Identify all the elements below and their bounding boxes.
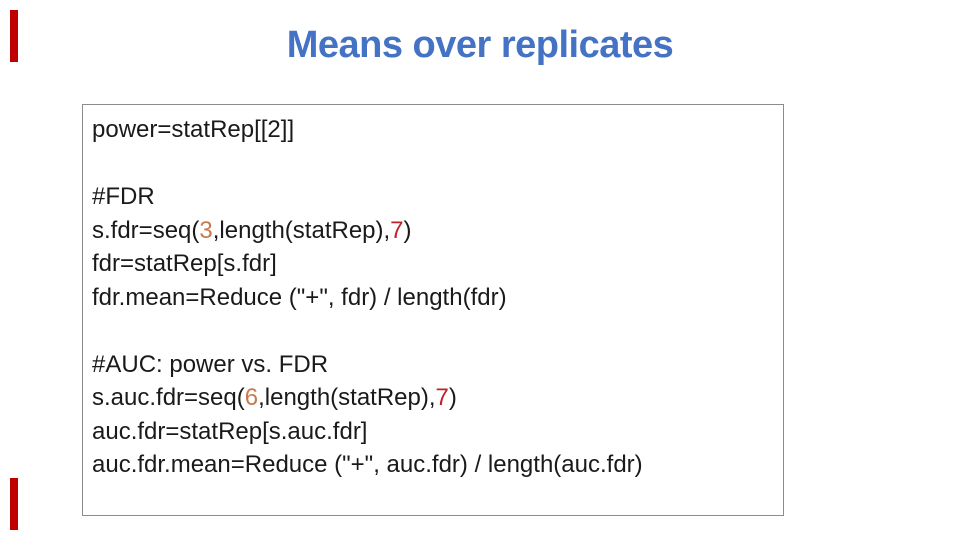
red-accent-bar-top (10, 10, 18, 62)
code-segment: auc.fdr.mean=Reduce ("+", auc.fdr) / len… (92, 451, 643, 478)
code-line: s.fdr=seq(3,length(statRep),7) (92, 214, 775, 248)
code-segment: ) (403, 216, 412, 244)
code-line (92, 314, 775, 348)
code-line: s.auc.fdr=seq(6,length(statRep),7) (92, 381, 775, 415)
code-segment: #AUC: power vs. FDR (92, 350, 329, 378)
code-segment: 7 (390, 216, 404, 244)
code-line: power=statRep[[2]] (92, 113, 775, 147)
code-segment: #FDR (92, 183, 155, 210)
code-segment: ,length(statRep), (258, 384, 436, 411)
code-segment: power=statRep[[2]] (92, 116, 295, 143)
code-segment: 7 (435, 384, 449, 411)
code-segment: 3 (199, 216, 213, 244)
code-segment: 6 (244, 384, 259, 411)
code-line (92, 147, 775, 181)
code-segment: ) (448, 384, 457, 411)
code-line: auc.fdr.mean=Reduce ("+", auc.fdr) / len… (92, 448, 775, 482)
code-line: #FDR (92, 180, 775, 214)
code-segment: ,length(statRep), (212, 216, 391, 244)
code-segment: s.auc.fdr=seq( (92, 384, 245, 411)
slide-title: Means over replicates (286, 24, 674, 66)
red-accent-bar-bottom (10, 478, 18, 530)
code-segment: auc.fdr=statRep[s.auc.fdr] (92, 417, 368, 445)
code-line: fdr=statRep[s.fdr] (92, 247, 775, 281)
code-line: auc.fdr=statRep[s.auc.fdr] (92, 415, 775, 449)
code-segment: s.fdr=seq( (92, 216, 200, 244)
code-line: fdr.mean=Reduce ("+", fdr) / length(fdr) (92, 281, 775, 315)
code-line: #AUC: power vs. FDR (92, 348, 775, 382)
code-segment: fdr.mean=Reduce ("+", fdr) / length(fdr) (92, 283, 507, 311)
code-segment: fdr=statRep[s.fdr] (92, 250, 277, 277)
